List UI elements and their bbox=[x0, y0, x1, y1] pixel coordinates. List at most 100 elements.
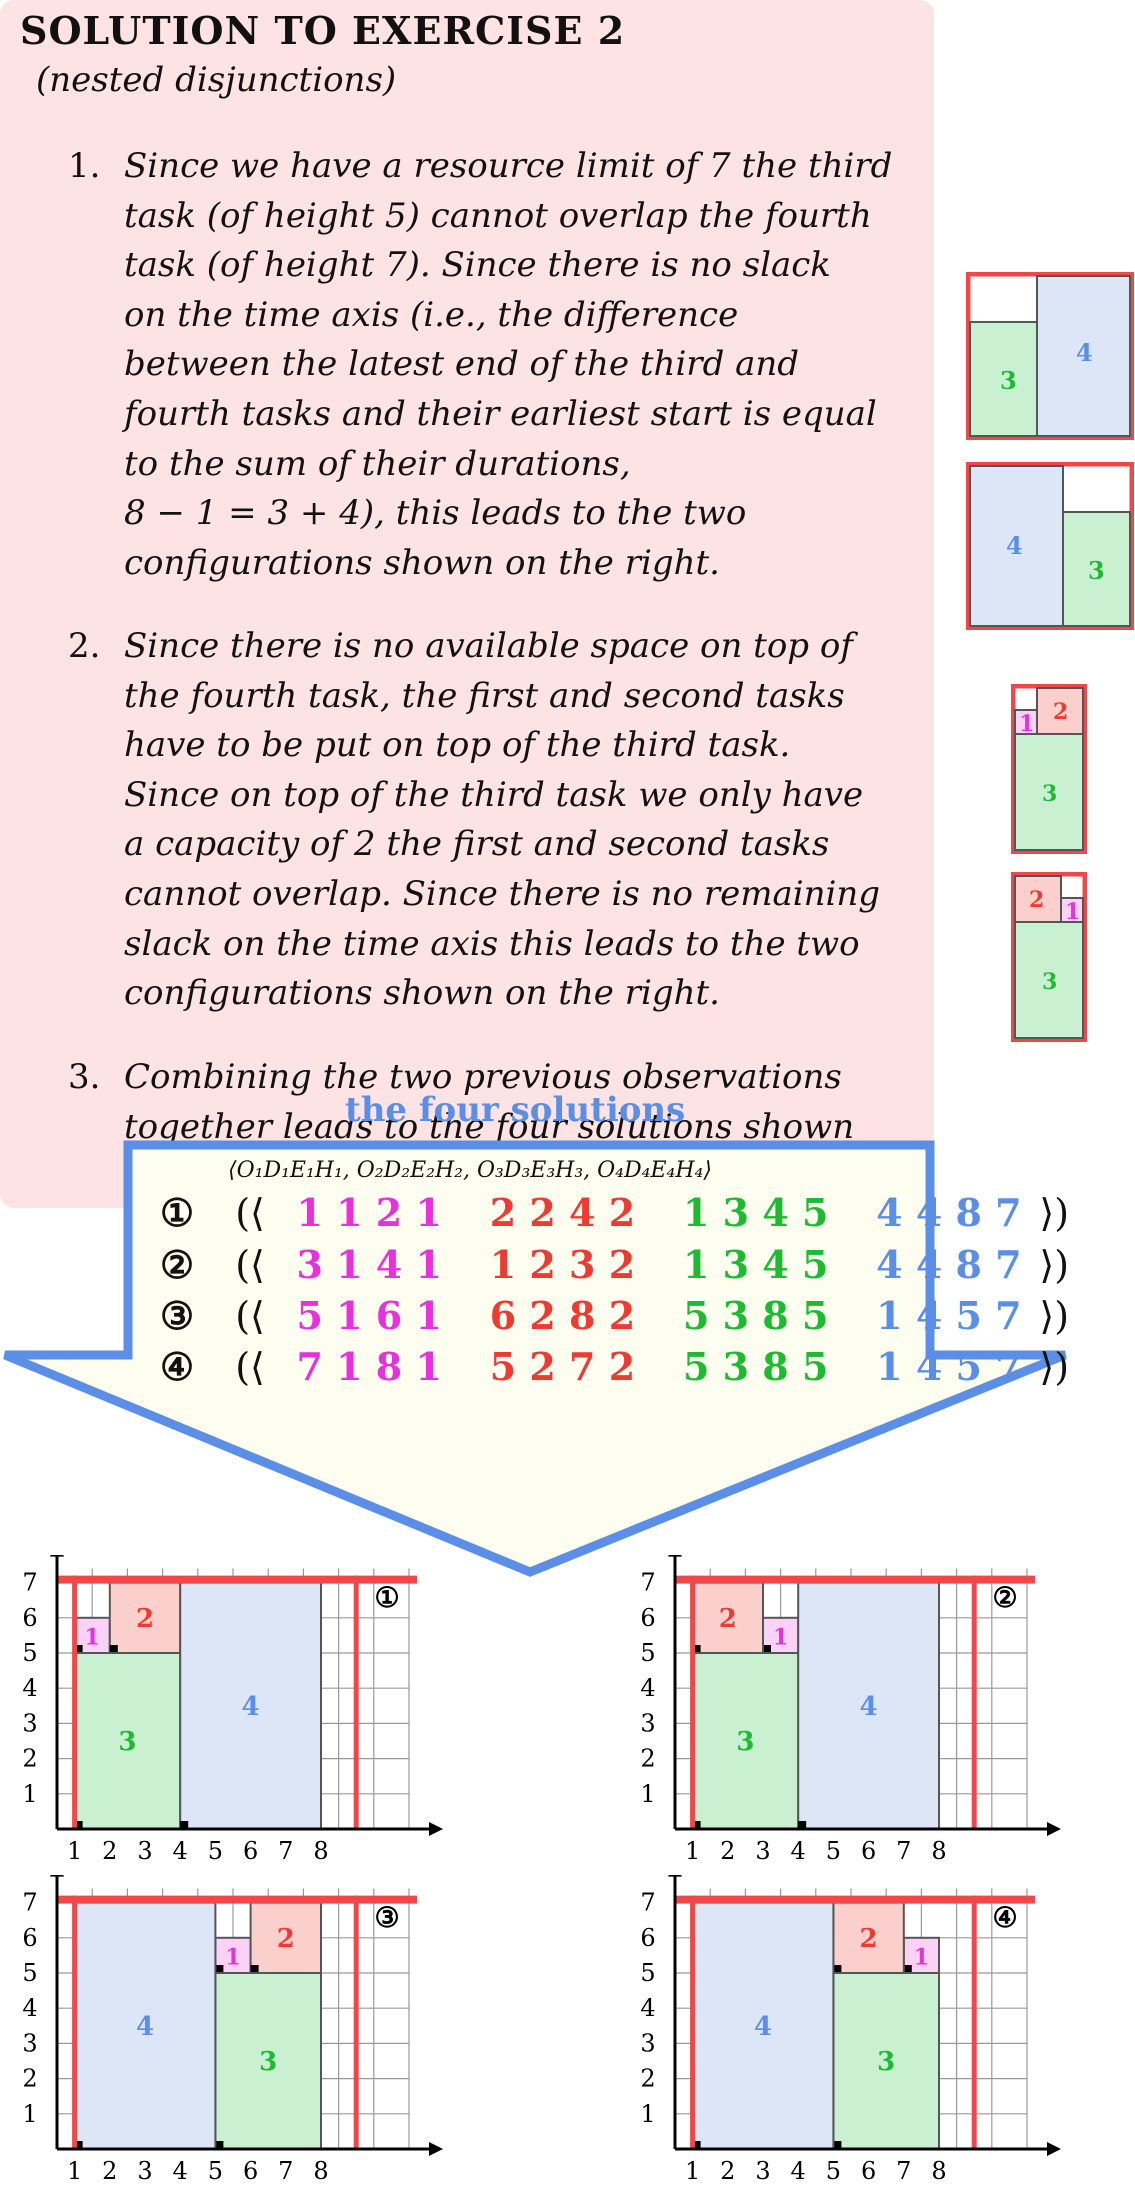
config-label: 1 bbox=[1065, 899, 1080, 925]
x-tick-label: 8 bbox=[313, 1837, 328, 1865]
config-label: 2 bbox=[1053, 699, 1068, 725]
x-tick-label: 3 bbox=[137, 1837, 152, 1865]
list-item: 3. Combining the two previous observatio… bbox=[68, 1053, 928, 1152]
solution-marker: ③ bbox=[160, 1293, 195, 1338]
y-tick-label: 4 bbox=[22, 1674, 37, 1702]
task-3-label: 3 bbox=[118, 1727, 136, 1757]
task-1-label: 1 bbox=[225, 1944, 240, 1970]
x-tick-label: 2 bbox=[720, 1837, 735, 1865]
task1-values: 3 1 4 1 bbox=[296, 1242, 442, 1287]
y-tick-label: 5 bbox=[22, 1959, 37, 1987]
arrow-shape bbox=[3, 1140, 1067, 1577]
item-line: a capacity of 2 the first and second tas… bbox=[124, 824, 830, 865]
solution-marker: ① bbox=[160, 1190, 195, 1235]
y-tick-label: 1 bbox=[640, 1780, 655, 1808]
solution-marker: ③ bbox=[374, 1901, 399, 1934]
task-4-rect bbox=[73, 1901, 217, 2150]
y-tick-label: 1 bbox=[640, 2100, 655, 2128]
task3-values: 1 3 4 5 bbox=[682, 1242, 829, 1287]
task-origin-marker bbox=[692, 1645, 701, 1653]
task4-values: 4 4 8 7 bbox=[876, 1242, 1022, 1287]
y-tick-label: 3 bbox=[640, 2029, 655, 2057]
y-tick-label: 2 bbox=[22, 2065, 37, 2093]
solution-marker: ② bbox=[992, 1581, 1017, 1614]
task-origin-marker bbox=[180, 1821, 189, 1829]
task-1-label: 1 bbox=[85, 1624, 100, 1650]
x-tick-label: 7 bbox=[278, 2157, 293, 2185]
task-origin-marker bbox=[74, 1821, 83, 1829]
x-tick-label: 2 bbox=[102, 1837, 117, 1865]
x-axis-arrow bbox=[429, 2142, 443, 2156]
y-tick-label: 1 bbox=[22, 2100, 37, 2128]
task2-values: 1 2 3 2 bbox=[489, 1242, 636, 1287]
tuple-open: (⟨ bbox=[235, 1243, 265, 1287]
task-origin-marker bbox=[798, 1821, 807, 1829]
exercise-panel bbox=[0, 0, 934, 1208]
x-tick-label: 1 bbox=[67, 1837, 82, 1865]
task-3-rect bbox=[832, 1972, 940, 2150]
solutions-title: the four solutions bbox=[345, 1090, 686, 1130]
item-line: slack on the time axis this leads to the… bbox=[124, 923, 860, 964]
config-task2 bbox=[1036, 687, 1084, 735]
tuple-close: ⟩) bbox=[1039, 1243, 1070, 1287]
item-line: Combining the two previous observations bbox=[124, 1057, 842, 1097]
task4-values: 1 4 5 7 bbox=[876, 1293, 1022, 1338]
task1-values: 5 1 6 1 bbox=[296, 1293, 442, 1338]
y-tick-label: 6 bbox=[640, 1924, 655, 1952]
task-3-label: 3 bbox=[736, 1727, 754, 1757]
task-2-rect bbox=[108, 1581, 182, 1655]
item-number: 1. bbox=[68, 146, 101, 186]
y-axis-arrow bbox=[668, 1875, 682, 1877]
task-2-label: 2 bbox=[860, 1924, 878, 1954]
solution-row: ④ (⟨ 7 1 8 1 5 2 7 2 5 3 8 5 1 4 5 7 ⟩) bbox=[160, 1344, 1069, 1389]
x-tick-label: 8 bbox=[313, 2157, 328, 2185]
y-tick-label: 5 bbox=[640, 1959, 655, 1987]
y-tick-label: 7 bbox=[640, 1889, 655, 1917]
task-origin-marker bbox=[74, 2141, 83, 2149]
task1-values: 1 1 2 1 bbox=[296, 1190, 442, 1235]
task-origin-marker bbox=[833, 2141, 842, 2149]
item-line: 8 − 1 = 3 + 4), this leads to the two bbox=[124, 493, 747, 534]
y-tick-label: 4 bbox=[22, 1994, 37, 2022]
side-config-4: 2 1 3 bbox=[1011, 872, 1087, 1042]
task-4-label: 4 bbox=[754, 2012, 772, 2042]
x-tick-label: 6 bbox=[861, 1837, 876, 1865]
config-label: 3 bbox=[1042, 781, 1057, 807]
side-config-2: 4 3 bbox=[966, 462, 1134, 630]
list-item: 2. Since there is no available space on … bbox=[68, 622, 928, 1019]
item-line: Since on top of the third task we only h… bbox=[124, 774, 864, 815]
x-tick-label: 5 bbox=[208, 2157, 223, 2185]
x-tick-label: 2 bbox=[720, 2157, 735, 2185]
task4-values: 4 4 8 7 bbox=[876, 1190, 1022, 1235]
config-label: 4 bbox=[1076, 338, 1093, 367]
solution-row: ③ (⟨ 5 1 6 1 6 2 8 2 5 3 8 5 1 4 5 7 ⟩) bbox=[160, 1293, 1069, 1338]
task-3-rect bbox=[691, 1652, 800, 1830]
task3-values: 5 3 8 5 bbox=[682, 1344, 829, 1389]
task-1-label: 1 bbox=[773, 1624, 788, 1650]
item-line: configurations shown on the right. bbox=[124, 542, 720, 583]
task-2-label: 2 bbox=[277, 1924, 295, 1954]
task-3-label: 3 bbox=[259, 2047, 277, 2077]
item-line: on the time axis (i.e., the difference bbox=[124, 294, 739, 335]
item-line: task (of height 7). Since there is no sl… bbox=[124, 245, 831, 286]
y-tick-label: 5 bbox=[640, 1639, 655, 1667]
task-origin-marker bbox=[109, 1645, 118, 1653]
solutions-arrow bbox=[3, 1140, 1067, 1577]
task-2-label: 2 bbox=[136, 1604, 154, 1634]
y-tick-label: 6 bbox=[22, 1924, 37, 1952]
y-tick-label: 7 bbox=[22, 1889, 37, 1917]
config-task4 bbox=[1036, 275, 1131, 437]
task3-values: 5 3 8 5 bbox=[682, 1293, 829, 1338]
y-tick-label: 4 bbox=[640, 1994, 655, 2022]
item-line: configurations shown on the right. bbox=[124, 973, 720, 1014]
y-tick-label: 3 bbox=[640, 1709, 655, 1737]
task-2-label: 2 bbox=[719, 1604, 737, 1634]
x-tick-label: 1 bbox=[67, 2157, 82, 2185]
task-origin-marker bbox=[215, 2141, 224, 2149]
x-tick-label: 4 bbox=[791, 2157, 806, 2185]
config-label: 3 bbox=[1088, 556, 1105, 585]
page-title: SOLUTION TO EXERCISE 2 bbox=[20, 8, 626, 53]
x-tick-label: 5 bbox=[208, 1837, 223, 1865]
